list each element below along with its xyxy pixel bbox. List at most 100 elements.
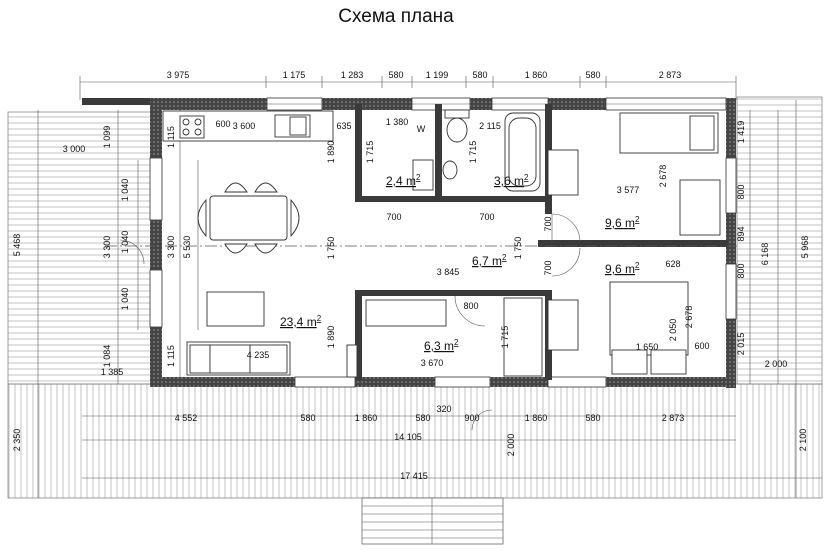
dimension-lines [37,76,822,498]
room-area-label: 9,6 m2 [605,215,640,230]
bedroom-top-bed [547,112,721,236]
room-area-value: 9,6 m [605,216,635,230]
room-area-value: 23,4 m [280,315,317,329]
dimension-inner: 600 [694,341,709,351]
dimension-inner: 1 385 [101,367,124,377]
dimension-vertical: 2 678 [684,306,694,329]
dimension-top: 580 [472,70,487,80]
dimension-vertical: 1 715 [500,326,510,349]
dimension-top: 1 283 [341,70,364,80]
dimension-top: 1 860 [525,70,548,80]
dimension-inner: W [417,124,426,134]
dimension-vertical: 1 715 [468,141,478,164]
hall-sofa [346,297,543,378]
dimension-inner: 14 105 [394,432,422,442]
dimension-vertical: 5 968 [800,236,810,259]
room-area-unit-exponent: 2 [317,314,322,323]
dimension-bottom: 580 [300,413,315,423]
dimension-inner: 1 380 [386,117,409,127]
dimension-vertical: 6 168 [760,243,770,266]
dimension-vertical: 1 040 [120,179,130,202]
kitchen [162,110,334,142]
dimension-inner: 3 600 [233,121,256,131]
dimension-inner: 1 650 [636,342,659,352]
dimension-top: 3 975 [167,70,190,80]
room-area-value: 3,6 m [494,174,524,188]
dimension-inner: 3 000 [63,144,86,154]
dimension-vertical: 1 040 [120,288,130,311]
dimension-bottom: 1 860 [525,413,548,423]
dimension-vertical: 2 350 [12,429,22,452]
entrance-steps [361,497,504,545]
dimension-vertical: 1 890 [326,141,336,164]
toilet-room [412,109,470,191]
dimension-vertical: 5 468 [12,234,22,257]
dimension-vertical: 5 530 [182,236,192,259]
dimension-inner: 320 [436,404,451,414]
dimension-inner: 2 000 [765,359,788,369]
dimension-vertical: 1 040 [120,231,130,254]
room-area-value: 6,3 m [424,339,454,353]
coffee-table [206,291,265,327]
dimension-vertical: 2 050 [668,319,678,342]
living-sofa [186,341,291,376]
room-area-value: 9,6 m [605,262,635,276]
room-area-label: 9,6 m2 [605,261,640,276]
dimension-vertical: 1 750 [326,237,336,260]
dimension-inner: 3 577 [617,185,640,195]
dimension-vertical: 800 [736,184,746,199]
dimension-vertical: 800 [736,263,746,278]
dimension-vertical: 700 [543,260,553,275]
dimension-inner: 3 670 [421,358,444,368]
room-area-label: 6,3 m2 [424,338,459,353]
dimension-bottom: 4 552 [175,413,198,423]
room-area-label: 2,4 m2 [386,173,421,188]
dimension-vertical: 3 300 [102,236,112,259]
dimension-vertical: 1 084 [102,345,112,368]
room-area-label: 6,7 m2 [472,253,507,268]
bedroom-bottom-bed [547,281,689,375]
dimension-vertical: 894 [736,226,746,241]
dimension-inner: 628 [665,259,680,269]
dimension-inner: 635 [336,121,351,131]
room-area-unit-exponent: 2 [635,215,640,224]
dimension-vertical: 1 115 [166,345,176,367]
dimension-vertical: 2 015 [736,333,746,356]
dimension-vertical: 3 300 [166,236,176,259]
dimension-vertical: 1 750 [513,237,523,260]
dimension-bottom: 2 873 [662,413,685,423]
outer-walls [82,97,737,388]
room-area-unit-exponent: 2 [635,261,640,270]
door-swings [119,213,581,431]
dimension-top: 2 873 [659,70,682,80]
dimension-vertical: 1 115 [166,126,176,148]
dimension-vertical: 2 100 [798,429,808,452]
dimension-vertical: 700 [543,216,553,231]
dimension-inner: 600 [215,119,230,129]
dimension-vertical: 1 890 [326,326,336,349]
dimension-inner: 4 235 [247,350,270,360]
dimension-vertical: 1 099 [102,126,112,149]
dimension-bottom: 1 860 [355,413,378,423]
dimension-bottom: 580 [415,413,430,423]
dimension-inner: 3 845 [437,267,460,277]
dimension-inner: 17 415 [400,471,428,481]
room-area-unit-exponent: 2 [416,173,421,182]
plan-title: Схема плана [338,6,454,27]
dimension-vertical: 1 419 [736,121,746,144]
room-area-value: 6,7 m [472,254,502,268]
dimension-inner: 800 [463,301,478,311]
room-area-label: 3,6 m2 [494,173,529,188]
dimension-inner: 2 115 [479,121,501,131]
dining-table [197,182,300,254]
dimension-vertical: 1 715 [365,141,375,164]
dimension-bottom: 580 [585,413,600,423]
dimension-top: 580 [585,70,600,80]
room-area-unit-exponent: 2 [524,173,529,182]
room-area-unit-exponent: 2 [502,253,507,262]
dimension-top: 580 [388,70,403,80]
bathtub [504,112,541,192]
terrace-left [7,111,152,385]
